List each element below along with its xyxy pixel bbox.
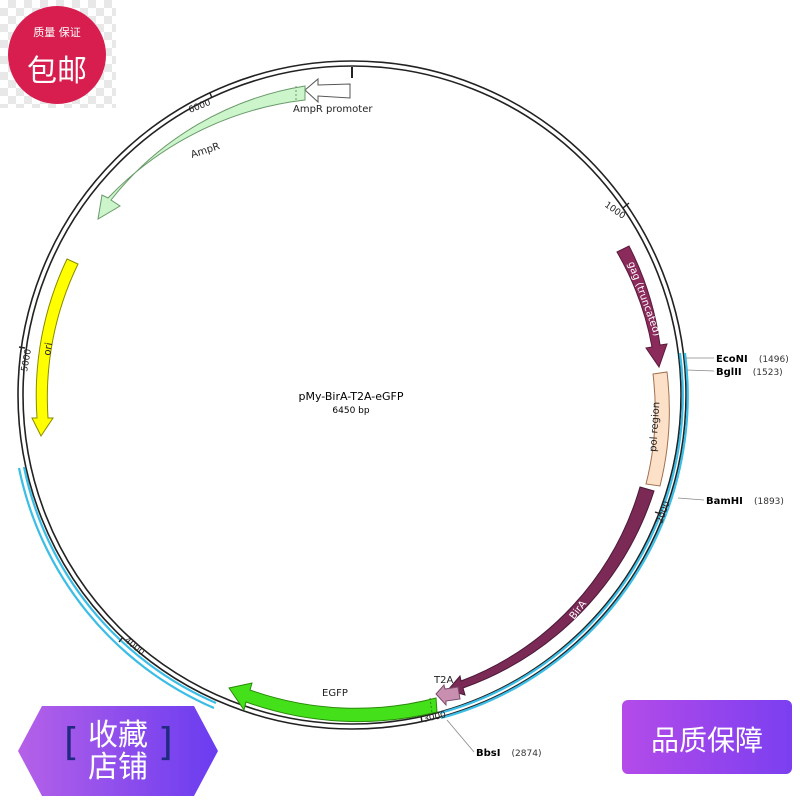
site-bamhi: BamHI (1893) <box>706 489 784 508</box>
site-bglii: BglII (1523) <box>716 360 783 379</box>
ampr-promoter-label: AmpR promoter <box>293 104 373 115</box>
gag-feature <box>616 245 668 369</box>
tick-5000: 5000 <box>20 348 34 373</box>
shipping-badge-large-text: 包邮 <box>27 54 87 89</box>
site-bbsi-pos: (2874) <box>512 749 542 759</box>
favorite-store-badge[interactable]: [ ] 收藏 店铺 <box>18 706 218 796</box>
shipping-badge-circle: 质量 保证 包邮 <box>8 6 106 104</box>
site-bbsi-leader <box>446 719 475 753</box>
site-bamhi-leader <box>677 497 705 501</box>
ampr-feature <box>97 85 306 220</box>
tick-6000-mark <box>209 92 213 99</box>
insert-arc-outer <box>440 352 689 720</box>
site-bglii-name: BglII <box>716 367 742 378</box>
ori-label: ori <box>42 342 55 357</box>
tick-6000: 6000 <box>187 98 212 116</box>
tick-2000-mark <box>654 511 662 515</box>
quality-guarantee-badge[interactable]: 品质保障 <box>622 700 792 774</box>
site-bamhi-pos: (1893) <box>754 497 784 507</box>
tick-1000-mark <box>622 202 630 209</box>
insert-arc-inner <box>439 352 684 715</box>
backbone-inner <box>22 65 682 725</box>
quality-guarantee-text: 品质保障 <box>650 724 763 757</box>
plasmid-name: pMy-BirA-T2A-eGFP <box>299 390 404 403</box>
tick-4000-mark <box>118 636 124 643</box>
insert-arc2-outer <box>17 467 215 710</box>
insert-arc2-inner <box>22 466 217 705</box>
site-bglii-pos: (1523) <box>753 368 783 378</box>
site-bbsi: BbsI (2874) <box>476 741 541 760</box>
site-econi-pos: (1496) <box>759 355 789 365</box>
shipping-badge: 质量 保证 包邮 <box>0 0 116 108</box>
tick-1000: 1000 <box>602 200 627 221</box>
ori-feature <box>31 258 79 437</box>
t2a-label: T2A <box>433 675 453 686</box>
egfp-feature <box>228 682 438 723</box>
backbone-outer <box>17 60 687 730</box>
ampr-label: AmpR <box>190 141 222 161</box>
site-bglii-leader <box>686 369 715 372</box>
tick-2000: 2000 <box>655 500 672 525</box>
site-bamhi-name: BamHI <box>706 496 743 507</box>
plasmid-size: 6450 bp <box>332 406 369 416</box>
egfp-dots <box>429 697 433 714</box>
bracket-right-icon: ] <box>158 720 173 764</box>
favorite-store-line2: 店铺 <box>88 750 148 785</box>
site-econi: EcoNI (1496) <box>716 347 789 366</box>
t2a-feature <box>435 683 461 707</box>
site-bbsi-name: BbsI <box>476 748 500 759</box>
favorite-store-badge-shape <box>18 706 218 796</box>
pol-feature <box>645 371 670 487</box>
shipping-badge-small-text: 质量 保证 <box>33 26 81 39</box>
site-econi-name: EcoNI <box>716 354 748 365</box>
tick-3000-mark <box>420 715 423 723</box>
pol-label: pol region <box>648 402 662 453</box>
ampr-promoter-feature <box>304 77 351 104</box>
tick-5000-mark <box>18 346 26 349</box>
favorite-store-line1: 收藏 <box>88 718 148 753</box>
bracket-left-icon: [ <box>64 720 79 764</box>
egfp-label: EGFP <box>322 688 348 699</box>
